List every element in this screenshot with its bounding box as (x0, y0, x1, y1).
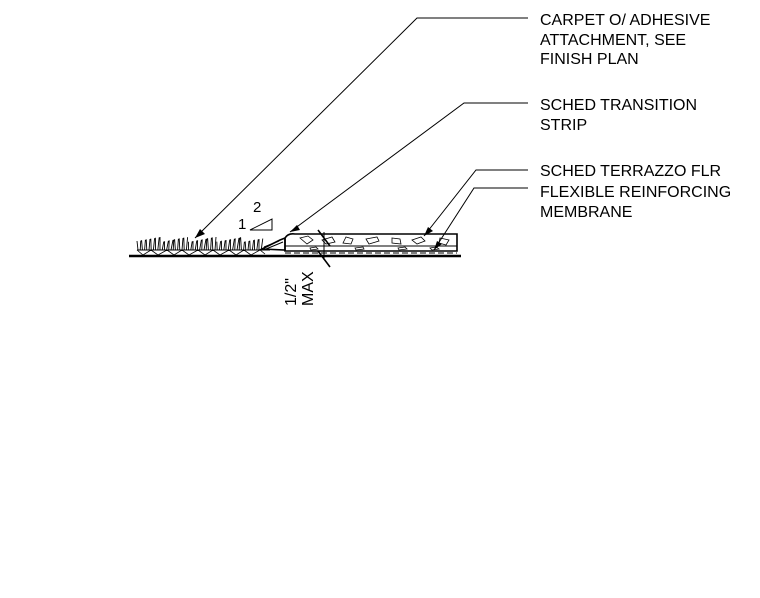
terrazzo-note: SCHED TERRAZZO FLR (540, 163, 721, 180)
terrazzo-aggregate (299, 235, 450, 251)
carpet-pile (136, 236, 264, 251)
terrazzo-floor (284, 233, 458, 252)
carpet-section (136, 236, 270, 256)
membrane-note: FLEXIBLE REINFORCING MEMBRANE (540, 184, 731, 221)
carpet-note-line-3: FINISH PLAN (540, 51, 639, 68)
transition-note: SCHED TRANSITION STRIP (540, 97, 697, 134)
membrane-note-line-1: FLEXIBLE REINFORCING (540, 184, 731, 201)
transition-note-line-2: STRIP (540, 117, 587, 134)
transition-strip (258, 236, 286, 251)
membrane-note-line-2: MEMBRANE (540, 204, 632, 221)
slope-indicator: 1 2 (238, 199, 273, 233)
slope-rise: 1 (238, 216, 246, 233)
dimension-value: 1/2" (283, 278, 300, 306)
carpet-leader (194, 17, 528, 239)
carpet-note-line-1: CARPET O/ ADHESIVE (540, 12, 710, 29)
transition-note-line-1: SCHED TRANSITION (540, 97, 697, 114)
dimension-markers (316, 229, 340, 268)
dimension-label: 1/2" (283, 278, 300, 306)
membrane-leader (433, 187, 528, 251)
dimension-qualifier-group: MAX (300, 271, 317, 306)
transition-strip-leader (289, 102, 528, 233)
slope-run: 2 (253, 199, 261, 216)
dimension-qualifier: MAX (300, 271, 317, 306)
carpet-note: CARPET O/ ADHESIVE ATTACHMENT, SEE FINIS… (540, 12, 710, 68)
terrazzo-note-line-1: SCHED TERRAZZO FLR (540, 163, 721, 180)
carpet-note-line-2: ATTACHMENT, SEE (540, 32, 686, 49)
terrazzo-leader (423, 169, 528, 237)
